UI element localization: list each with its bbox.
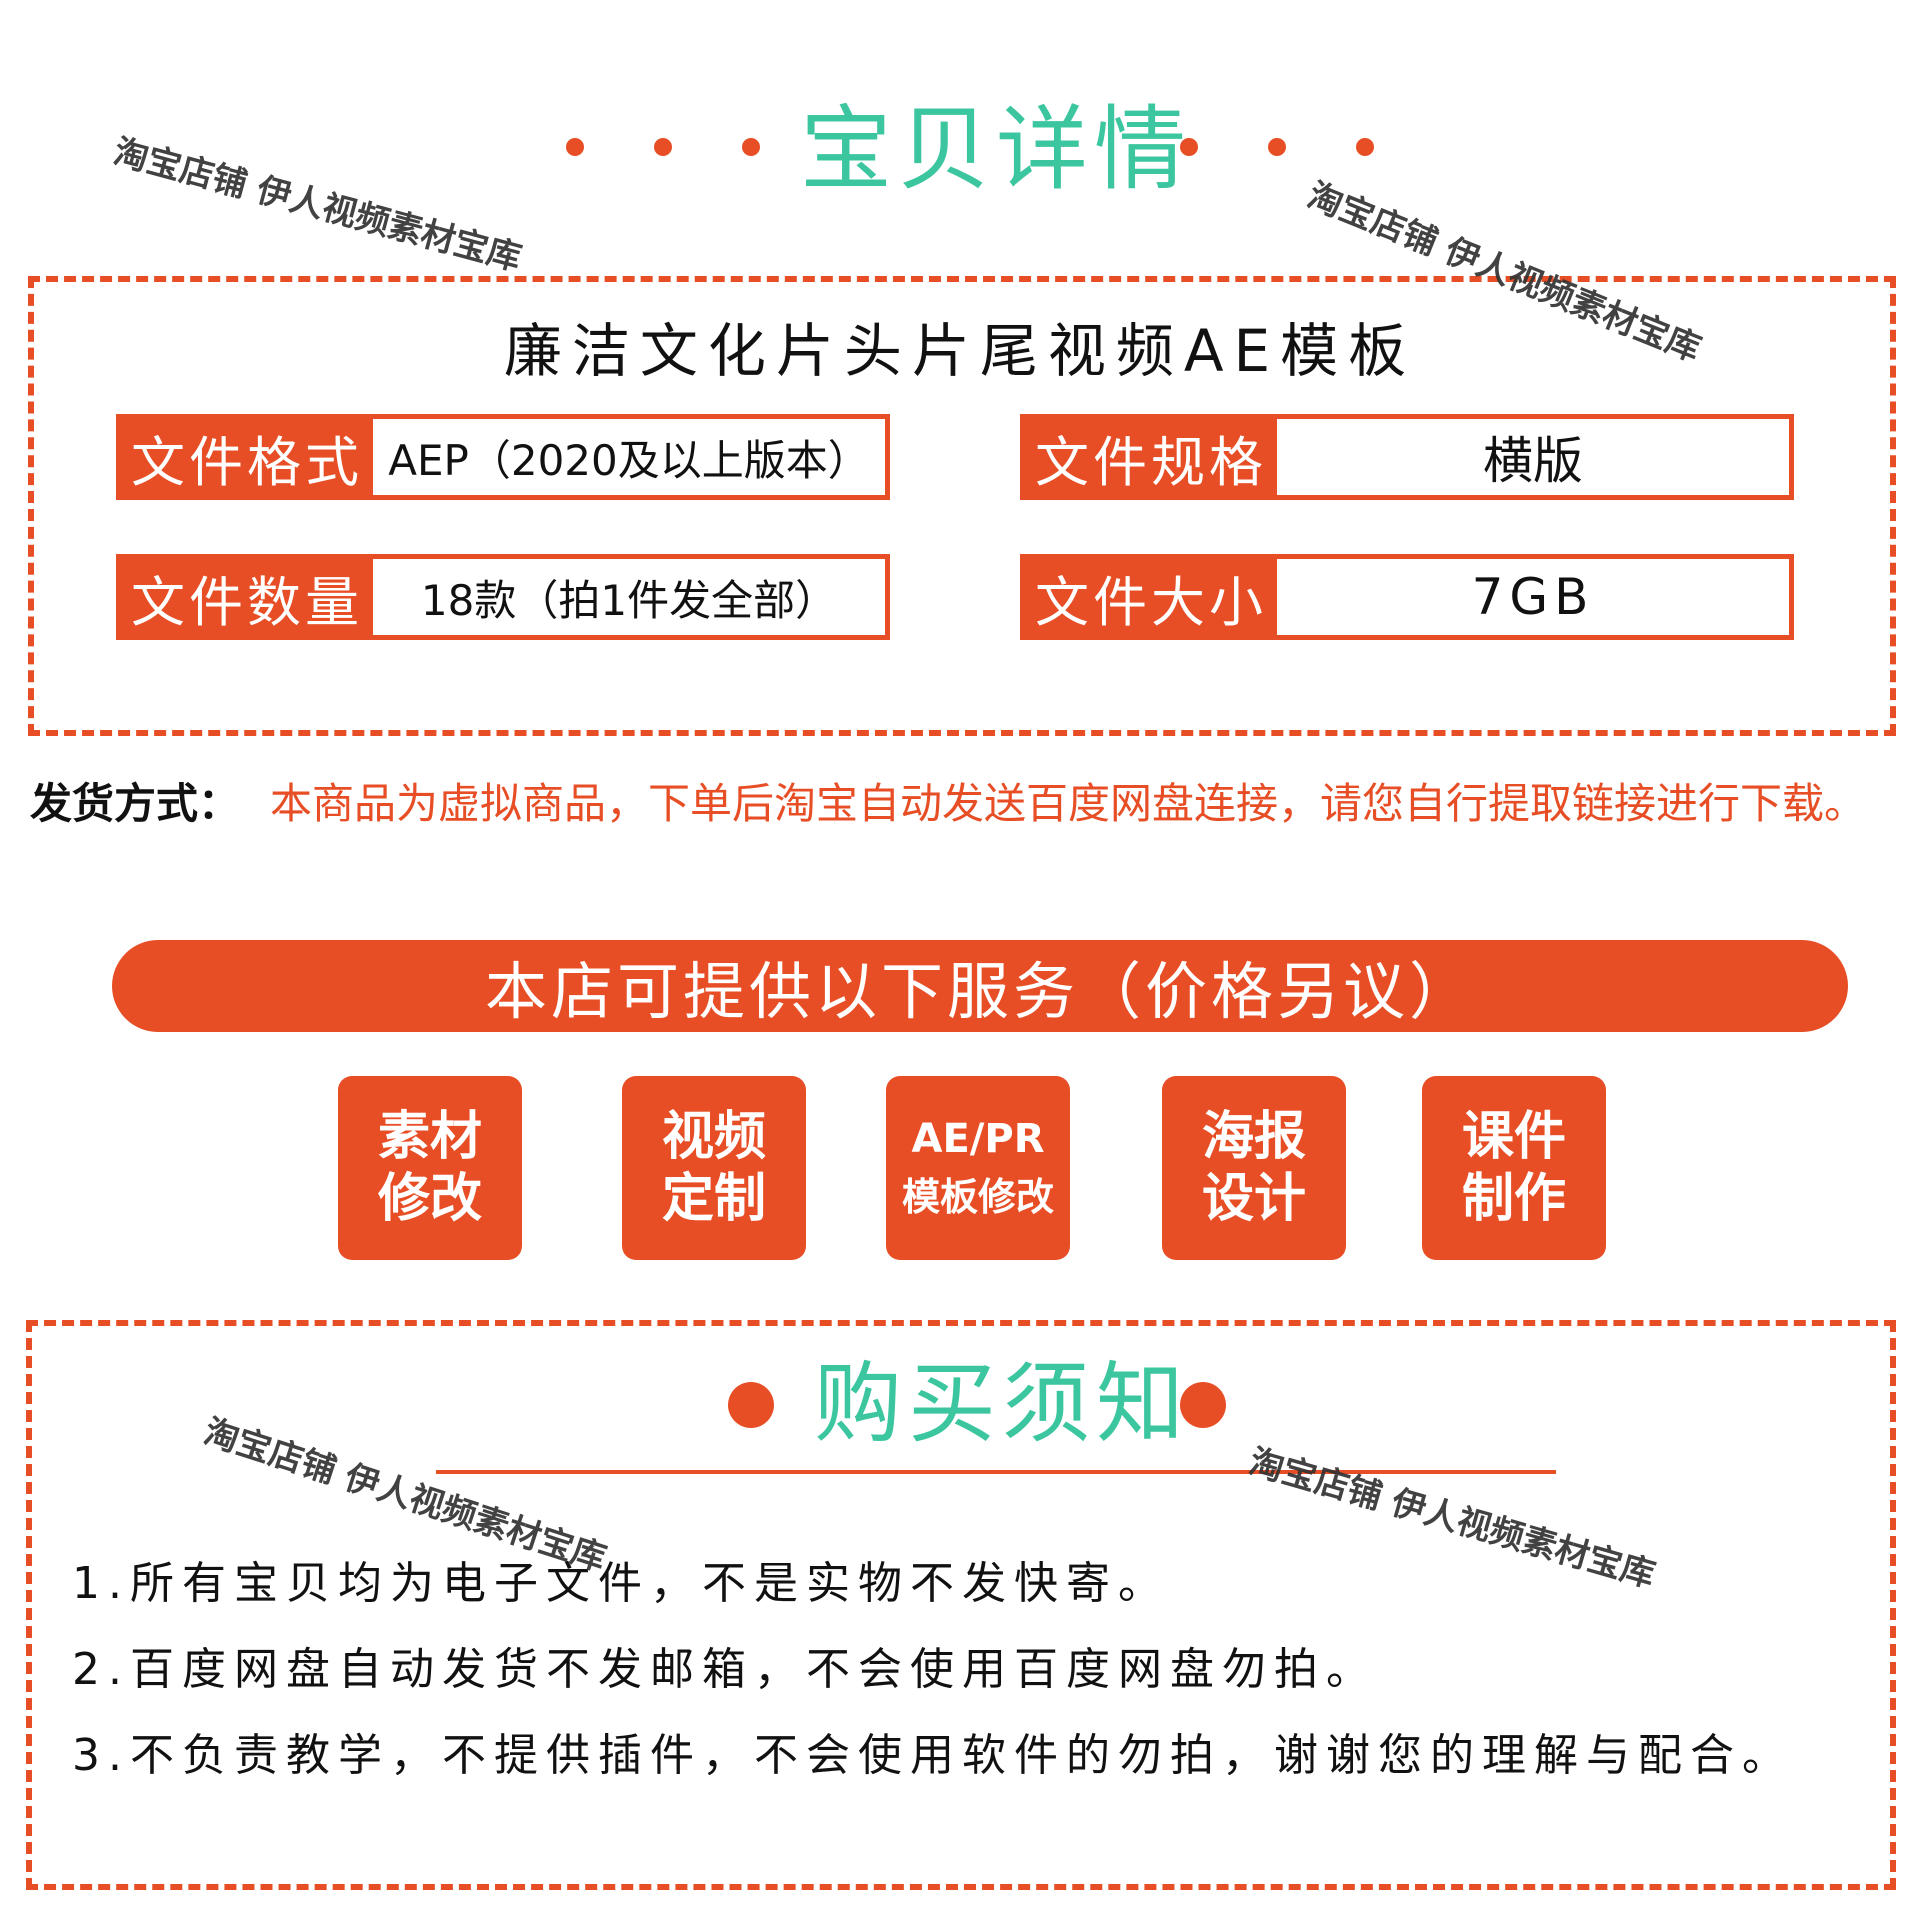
service-label: 制作 [1461,1169,1566,1229]
decor-dot [1268,138,1286,156]
service-label: 定制 [661,1169,766,1229]
service-label: 课件 [1461,1107,1566,1167]
service-label: 素材 [377,1107,482,1167]
purchase-notice-box [26,1320,1896,1890]
spec-value: 18款（拍1件发全部） [420,575,838,625]
decor-dot [566,138,584,156]
spec-row-size: 文件大小 7GB [1020,554,1794,640]
service-label: 设计 [1201,1169,1306,1229]
service-label: AE/PR [911,1116,1045,1162]
service-video-custom: 视频 定制 [622,1076,806,1260]
spec-row-count: 文件数量 18款（拍1件发全部） [116,554,890,640]
section-title-purchase: 购买须知 [814,1352,1191,1455]
purchase-note: 2.百度网盘自动发货不发邮箱，不会使用百度网盘勿拍。 [72,1644,1378,1695]
services-banner: 本店可提供以下服务（价格另议） [112,940,1848,1032]
purchase-note: 1.所有宝贝均为电子文件，不是实物不发快寄。 [72,1558,1170,1609]
service-label: 视频 [661,1107,766,1167]
title-underline [436,1470,1556,1474]
service-material-edit: 素材 修改 [338,1076,522,1260]
spec-label: 文件数量 [121,559,373,635]
service-label: 模板修改 [901,1175,1054,1219]
spec-label: 文件格式 [121,419,373,495]
service-poster-design: 海报 设计 [1162,1076,1346,1260]
decor-dot [728,1382,774,1428]
shipping-text: 本商品为虚拟商品，下单后淘宝自动发送百度网盘连接，请您自行提取链接进行下载。 [270,779,1867,828]
shipping-label: 发货方式： [30,779,241,828]
section-title-details: 宝贝详情 [800,96,1193,203]
decor-dot [1356,138,1374,156]
spec-label: 文件大小 [1025,559,1277,635]
spec-row-spec: 文件规格 横版 [1020,414,1794,500]
decor-dot [1180,138,1198,156]
service-label: 修改 [377,1169,482,1229]
spec-value: AEP（2020及以上版本） [388,435,870,485]
spec-row-format: 文件格式 AEP（2020及以上版本） [116,414,890,500]
spec-value: 横版 [1483,432,1583,490]
decor-dot [1180,1382,1226,1428]
purchase-note: 3.不负责教学，不提供插件，不会使用软件的勿拍，谢谢您的理解与配合。 [72,1730,1794,1781]
service-ae-pr-template: AE/PR 模板修改 [886,1076,1070,1260]
service-courseware: 课件 制作 [1422,1076,1606,1260]
watermark-text: 淘宝店铺 伊人视频素材宝库 [109,131,526,280]
spec-value: 7GB [1471,568,1595,626]
decor-dot [654,138,672,156]
product-title: 廉洁文化片头片尾视频AE模板 [503,317,1417,385]
product-info-box [28,276,1896,736]
spec-label: 文件规格 [1025,419,1277,495]
decor-dot [742,138,760,156]
service-label: 海报 [1201,1107,1306,1167]
